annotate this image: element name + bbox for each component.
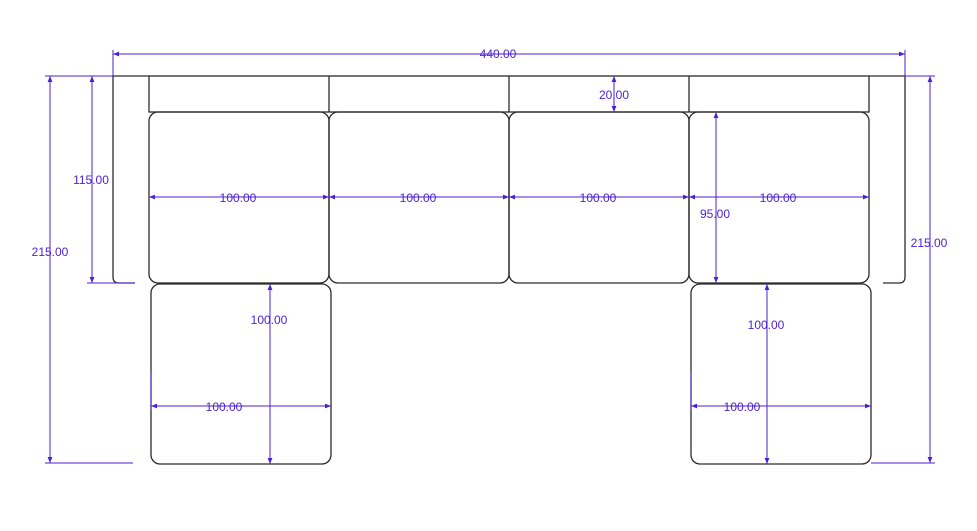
sofa-outline [112,75,906,465]
label-chaise-right-width: 100.00 [724,400,761,414]
label-back-height: 20.00 [599,88,629,102]
label-seat-width-3: 100.00 [580,191,617,205]
label-overall-depth-left: 215.00 [32,245,69,259]
dimension-labels: 440.00 20.00 115.00 215.00 215.00 100.00… [32,47,948,414]
chaise-left [150,283,332,465]
chaise-right [690,283,872,465]
label-seat-width-2: 100.00 [400,191,437,205]
label-arm-depth: 115.00 [73,173,109,187]
label-chaise-left-width: 100.00 [206,400,243,414]
right-arm [869,75,906,284]
left-arm [112,75,149,284]
label-chaise-right-length: 100.00 [748,318,785,332]
label-overall-width: 440.00 [480,47,517,61]
label-seat-width-4: 100.00 [760,191,797,205]
dimension-lines [47,51,933,464]
label-seat-depth: 95.00 [700,207,730,221]
label-seat-width-1: 100.00 [220,191,257,205]
label-chaise-left-length: 100.00 [251,313,288,327]
label-overall-depth-right: 215.00 [911,236,948,250]
